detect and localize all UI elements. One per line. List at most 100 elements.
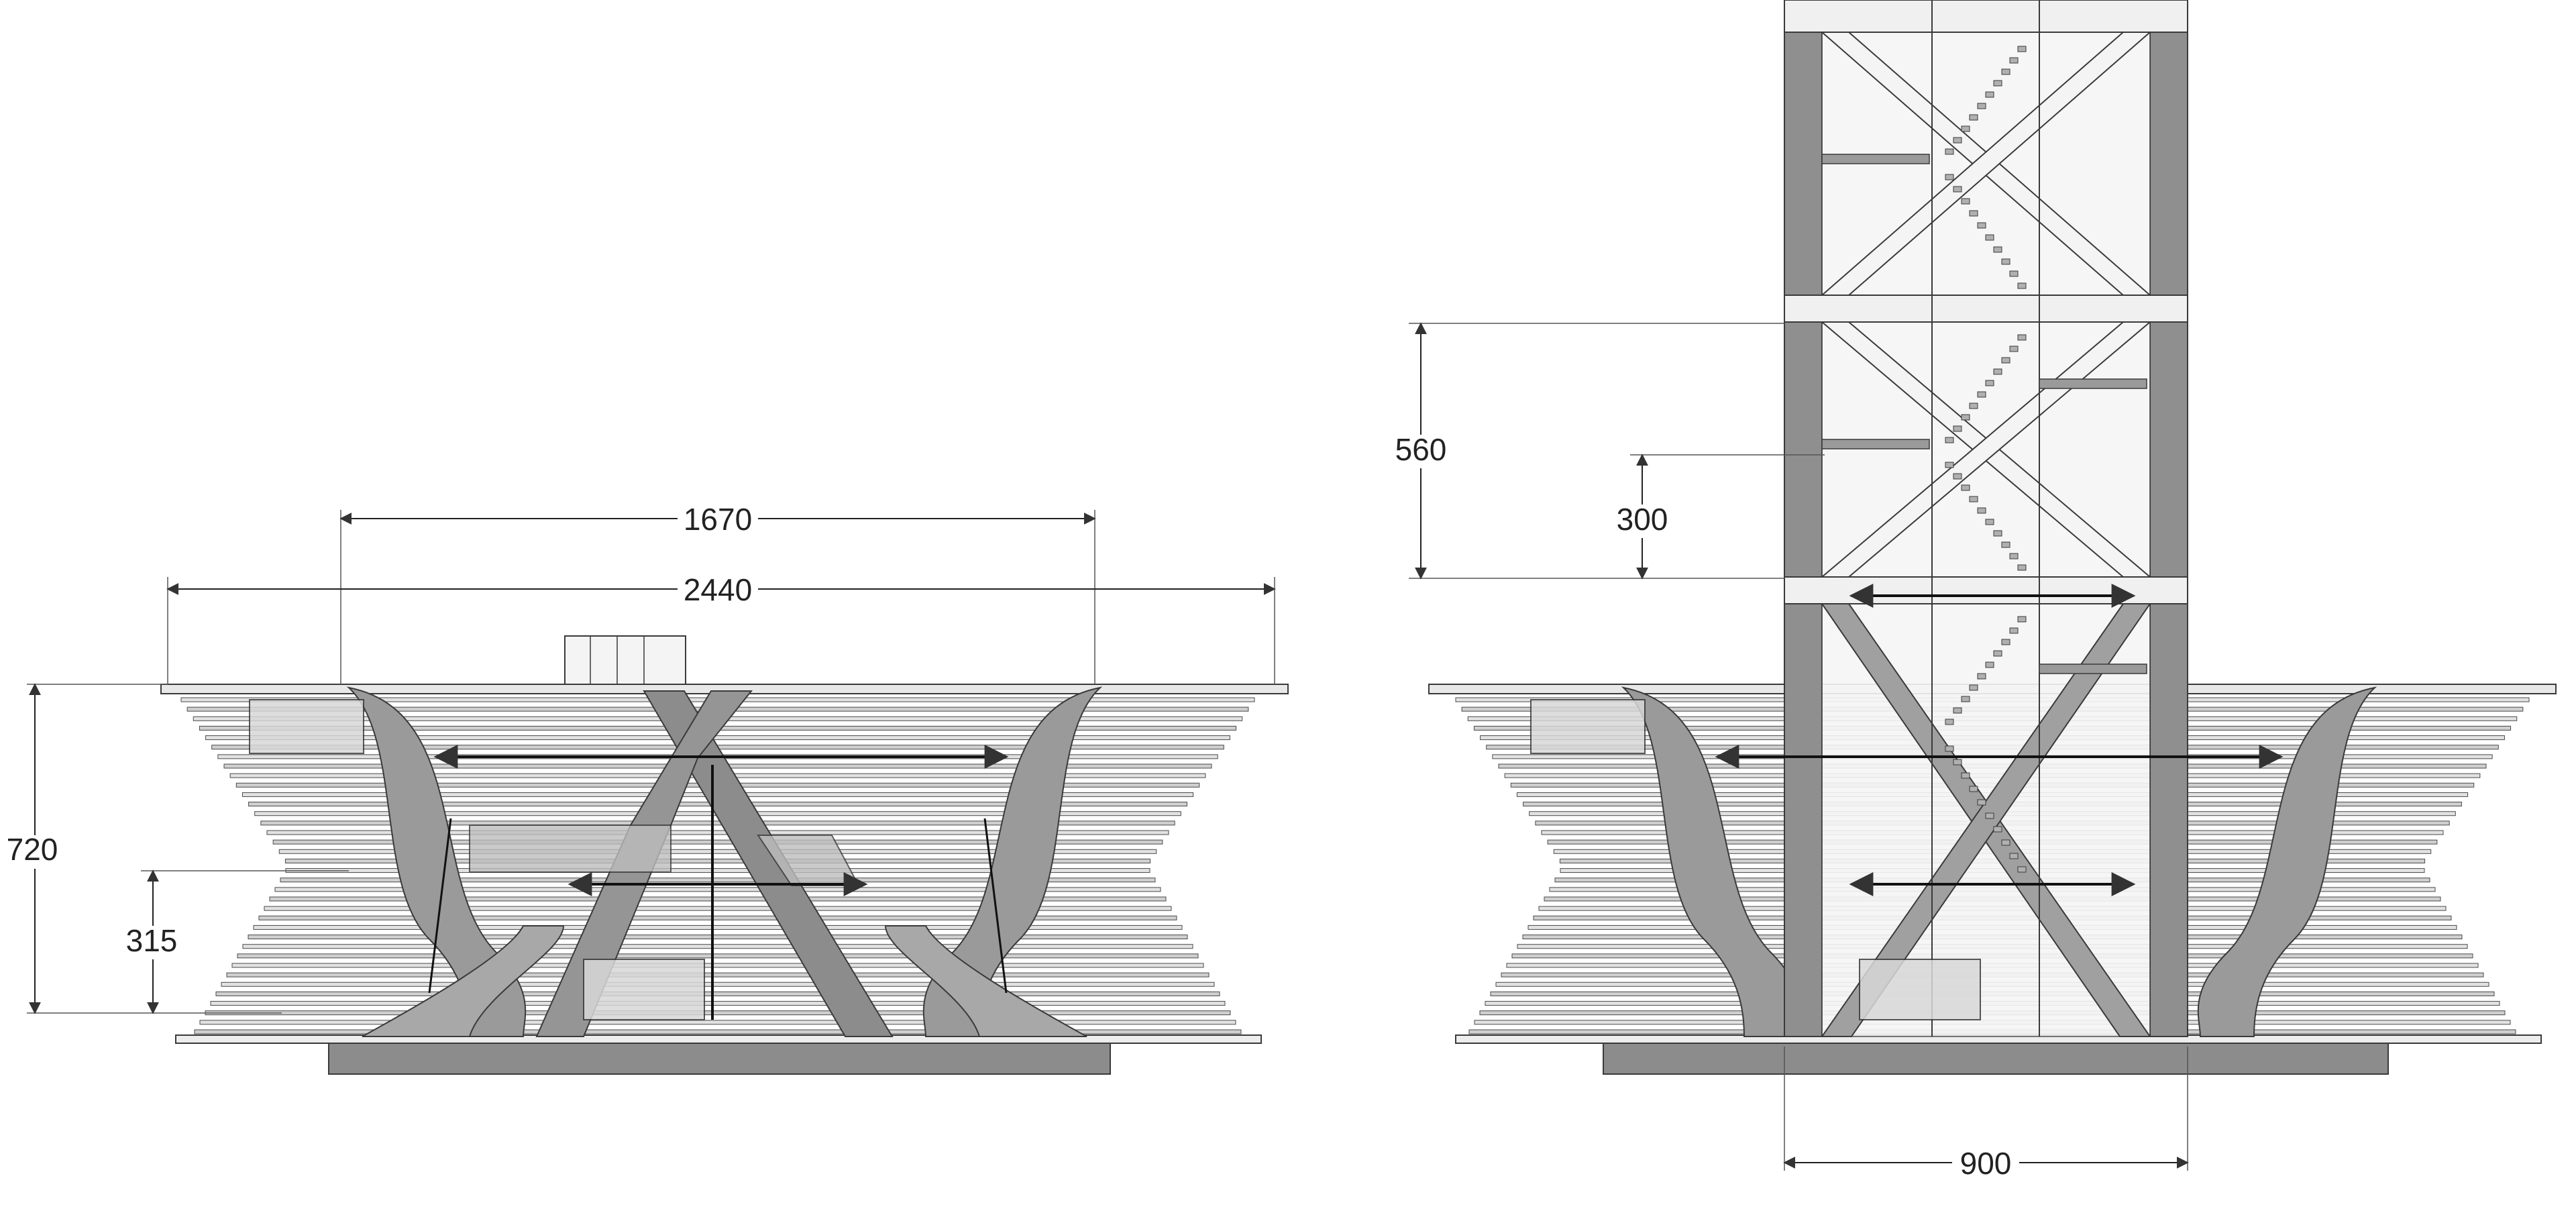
slat — [272, 839, 1163, 845]
slat — [284, 858, 1151, 863]
tower — [1784, 0, 2188, 1037]
right-glass-box-upper — [1530, 699, 1646, 754]
left-glass-box-upper — [249, 699, 364, 754]
stair-step — [1969, 210, 1978, 217]
stair-step — [1953, 137, 1962, 144]
stair-step — [1977, 799, 1986, 806]
dim-left-span-inner: 1670 — [339, 502, 1096, 684]
slat — [221, 981, 1215, 987]
slat — [199, 1020, 1236, 1025]
tower-stairs — [1945, 46, 2027, 873]
stair-step — [1945, 437, 1954, 443]
stair-step — [1977, 507, 1986, 514]
left-curve-right — [922, 686, 1103, 1037]
stair-step — [2009, 627, 2019, 634]
left-glass-box-lower — [583, 959, 705, 1020]
slat — [278, 849, 1157, 854]
stair-step — [1985, 519, 1994, 525]
dim-left-height-lower-label: 315 — [126, 923, 178, 958]
stair-step — [1985, 812, 1994, 819]
stair-step — [2017, 564, 2027, 571]
stair-step — [1977, 673, 1986, 680]
stair-step — [1977, 391, 1986, 398]
stair-step — [1961, 125, 1970, 132]
stair-step — [2009, 853, 2019, 859]
right-elevation: 560 300 900 — [1387, 0, 2557, 1181]
stair-step — [1961, 696, 1970, 702]
dim-right-tower-module: 560 — [1387, 322, 1784, 580]
slat — [237, 953, 1199, 959]
stair-step — [1953, 707, 1962, 714]
slat — [248, 935, 1188, 940]
slat — [226, 972, 1210, 977]
dim-left-height-total-label: 720 — [7, 832, 58, 867]
slat — [231, 963, 1204, 968]
left-curve-left — [346, 686, 527, 1037]
stair-step — [1969, 403, 1978, 409]
slat — [205, 735, 1230, 741]
stair-step — [2009, 345, 2019, 352]
dim-left-height-total: 720 — [7, 683, 282, 1014]
slat — [258, 915, 1177, 920]
slat — [269, 896, 1167, 902]
stair-step — [1945, 745, 1954, 752]
stair-step — [1945, 148, 1954, 155]
stair-step — [1953, 425, 1962, 432]
stair-step — [1977, 103, 1986, 109]
slat — [215, 991, 1220, 996]
stair-step — [1961, 772, 1970, 779]
stair-step — [2001, 357, 2010, 364]
stair-step — [1969, 786, 1978, 792]
right-glass-box-lower — [1859, 959, 1981, 1020]
stair-step — [2009, 57, 2019, 64]
stair-step — [2017, 866, 2027, 873]
dim-left-span-outer-label: 2440 — [684, 572, 752, 607]
dim-left-span-inner-label: 1670 — [684, 502, 752, 537]
right-base-plinth — [1603, 1041, 2389, 1075]
left-ground-plate — [175, 1034, 1262, 1044]
stair-step — [1993, 650, 2002, 657]
tower-column-right — [2149, 0, 2188, 1037]
stair-step — [1953, 759, 1962, 765]
stair-step — [2009, 553, 2019, 560]
stair-step — [2009, 270, 2019, 277]
slat — [260, 820, 1175, 826]
dim-left-height-lower: 315 — [121, 869, 349, 1014]
tower-column-left — [1784, 0, 1823, 1037]
dim-right-tower-module-label: 560 — [1395, 432, 1447, 467]
dim-right-base-width-label: 900 — [1960, 1146, 2012, 1181]
stair-step — [1993, 80, 2002, 87]
stair-step — [1961, 198, 1970, 205]
slat — [266, 830, 1169, 835]
stair-step — [2001, 541, 2010, 548]
stair-step — [1945, 174, 1954, 180]
stair-step — [1993, 246, 2002, 253]
stair-step — [1961, 414, 1970, 421]
right-curve-right — [2197, 686, 2377, 1037]
left-x-brace-a — [643, 690, 894, 1037]
stair-step — [2017, 616, 2027, 623]
stair-step — [1969, 684, 1978, 691]
slat — [242, 944, 1193, 949]
stair-step — [1985, 234, 1994, 241]
slat — [194, 1029, 1242, 1034]
slat — [205, 1010, 1231, 1016]
stair-step — [1993, 368, 2002, 375]
stair-step — [1953, 473, 1962, 480]
stair-step — [1977, 222, 1986, 229]
left-base-plinth — [328, 1041, 1111, 1075]
left-elevation: 1670 2440 720 315 — [7, 502, 1289, 1075]
stair-step — [2001, 839, 2010, 846]
dim-right-base-width: 900 — [1783, 1047, 2189, 1181]
stair-step — [2001, 68, 2010, 75]
slat — [210, 1001, 1226, 1006]
dim-right-tower-sub-label: 300 — [1617, 502, 1668, 537]
left-roof-box — [564, 635, 686, 685]
stair-step — [2017, 334, 2027, 341]
slat — [253, 924, 1183, 930]
stair-step — [1993, 530, 2002, 537]
stair-step — [1945, 462, 1954, 468]
stair-step — [2017, 282, 2027, 289]
stair-step — [1985, 91, 1994, 98]
